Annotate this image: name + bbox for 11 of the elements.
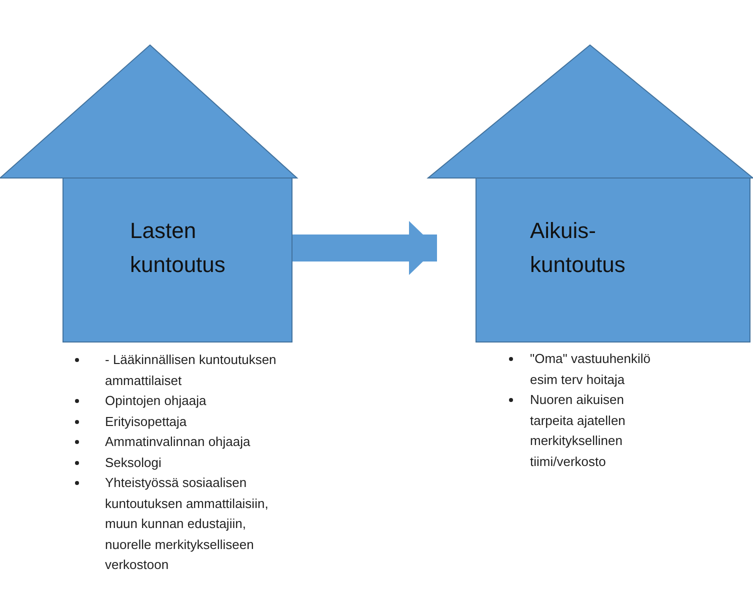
bullet-item: Nuoren aikuisen tarpeita ajatellen merkityksellinen tiimi/verkosto	[506, 390, 658, 472]
bullet-item: Erityisopettaja	[72, 412, 294, 432]
house-label: Aikuis- kuntoutus	[530, 217, 626, 279]
bullet-item: Ammatinvalinnan ohjaaja	[72, 432, 294, 452]
bullet-item: - Lääkinnällisen kuntoutuksen ammattilaiset	[72, 350, 294, 391]
block-arrow	[292, 221, 437, 275]
bullet-item: Seksologi	[72, 452, 294, 473]
bullet-item: Opintojen ohjaaja	[72, 391, 294, 412]
house-label: Lasten kuntoutus	[130, 217, 226, 279]
bullet-item: Yhteistyössä sosiaalisen kuntoutuksen ammattilaisiin, muun kunnan edustajiin, nuorelle merkitykselliseen verkostoon	[72, 473, 294, 576]
bullet-item: "Oma" vastuuhenkilö esim terv hoitaja	[506, 349, 658, 390]
